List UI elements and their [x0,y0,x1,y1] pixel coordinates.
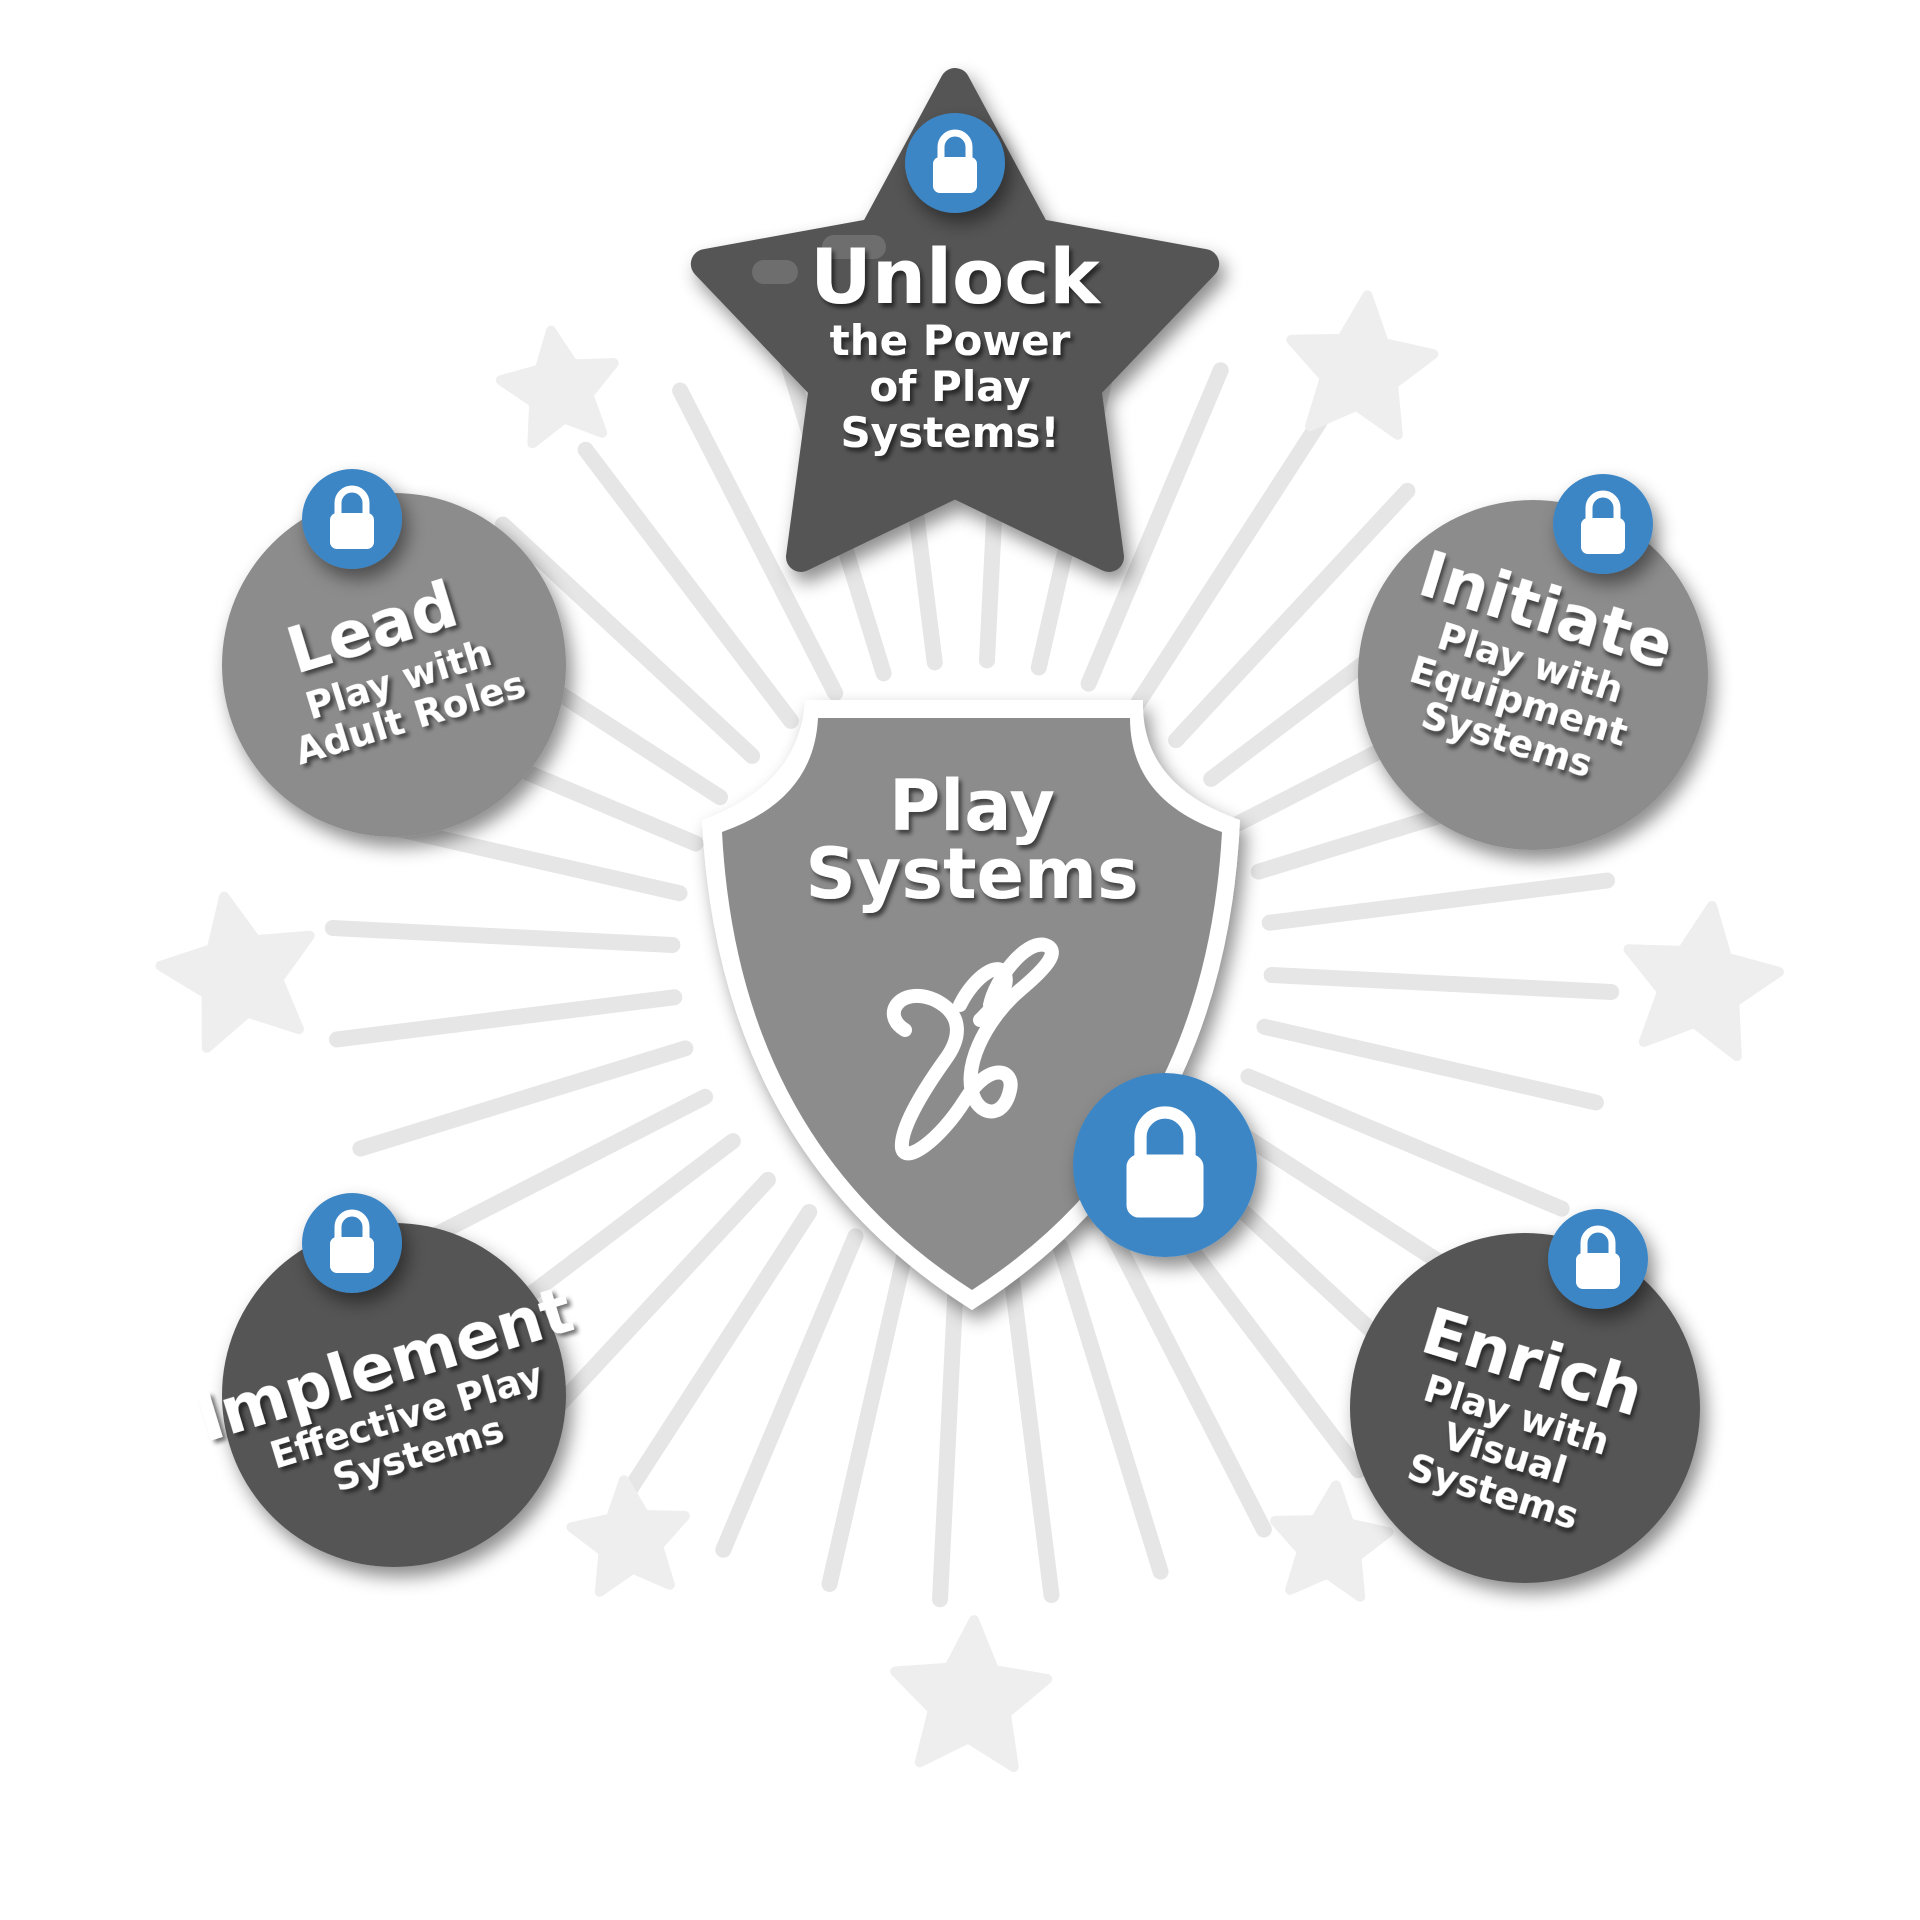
ray [715,1228,864,1558]
background-star-icon [1623,900,1784,1061]
ray [352,1040,694,1157]
shield-lock[interactable] [1073,1073,1257,1257]
ray [1261,872,1616,931]
ray [821,1244,914,1592]
star-line-3: Systems! [840,408,1059,457]
ray [1168,482,1416,749]
background-star-icon [495,325,619,449]
ray [1001,1249,1060,1604]
ray [672,382,844,702]
background-star-icon [155,891,315,1053]
star-gloss [752,260,798,284]
ray [494,516,761,764]
node-initiate[interactable]: Initiate Play with Equipment Systems [1358,474,1708,850]
node-implement-circle [222,1223,566,1567]
node-enrich-lock[interactable] [1548,1209,1648,1309]
loop-scribble-icon [886,937,1059,1161]
ray [1080,362,1229,692]
background-star-icon [1270,1480,1394,1602]
star-unlock[interactable]: Unlock the Power of Play Systems! [690,68,1220,572]
node-implement[interactable]: Implement Effective Play Systems [189,1193,605,1567]
ray [932,1251,966,1608]
node-implement-lock[interactable] [302,1193,402,1293]
ray [1256,1018,1604,1111]
node-enrich[interactable]: Enrich Play with Visual Systems [1350,1209,1700,1583]
center-shield[interactable]: Play Systems [702,700,1257,1310]
star-shape [690,68,1220,572]
ray [1263,966,1620,1000]
node-initiate-circle [1358,500,1708,850]
ray [1100,1218,1272,1538]
ray [328,989,683,1048]
ray [528,1171,776,1438]
star-title: Unlock [810,232,1101,321]
background-star-icon [1286,290,1439,440]
node-lead[interactable]: Lead Play with Adult Roles [222,469,566,837]
center-title-line-1: Play [889,765,1055,847]
ray [1126,414,1328,717]
ray [1052,1238,1169,1580]
ray [394,1088,714,1260]
background-star-icon [890,1615,1053,1772]
star-lock[interactable] [905,113,1005,213]
ray [616,1203,818,1506]
center-title-line-2: Systems [805,833,1138,915]
node-lead-lock[interactable] [302,469,402,569]
node-initiate-lock[interactable] [1553,474,1653,574]
star-line-1: the Power [830,316,1071,365]
ray [577,441,799,729]
node-enrich-circle [1350,1233,1700,1583]
ray [324,920,681,954]
ray [1240,1068,1570,1217]
node-lead-circle [222,493,566,837]
background-star-icon [566,1475,690,1597]
background-stars [155,290,1784,1772]
star-line-2: of Play [869,362,1030,411]
